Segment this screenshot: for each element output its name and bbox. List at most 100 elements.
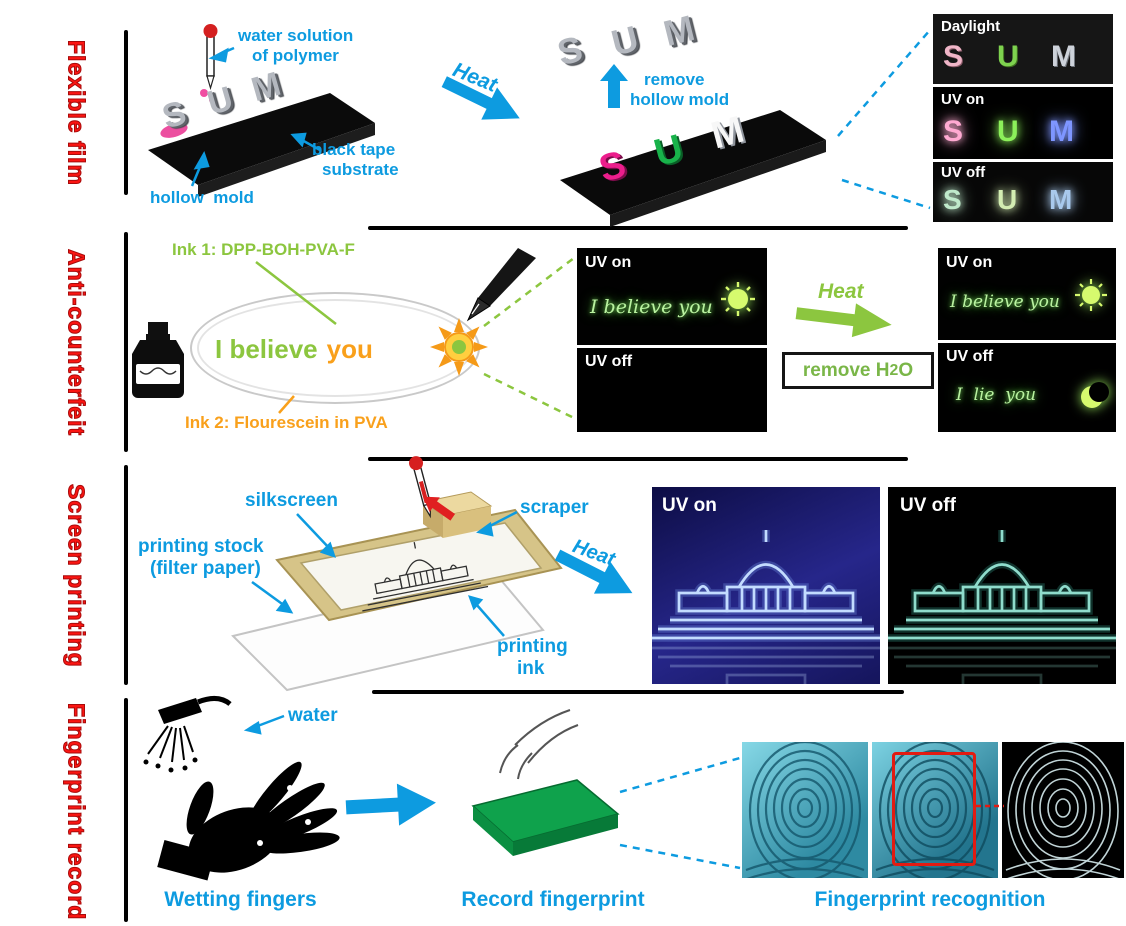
hand-sketch-icon (499, 709, 579, 780)
fingerprint-ridges (1005, 742, 1121, 878)
divider-horizontal-1 (368, 226, 908, 230)
divider-vertical-3 (124, 465, 128, 685)
section-label-flexible-film: Flexible film (63, 40, 90, 187)
black-tape-label-line2: substrate (322, 160, 399, 179)
printing-ink-label-line2: ink (517, 658, 545, 679)
section-label-fingerprint-record: Fingerprint record (63, 703, 90, 921)
water-pointer (254, 714, 285, 729)
divider-horizontal-3 (372, 690, 904, 694)
silkscreen-mesh (299, 522, 543, 611)
ink-bottle-icon (132, 322, 184, 398)
remove-h2o-sub: 2 (889, 361, 899, 379)
dish-text-green: I believe (215, 334, 318, 364)
water-solution-label-line1: water solution (238, 26, 354, 45)
daylight-letter-u: U (997, 40, 1019, 73)
pavilion-drawing (362, 542, 489, 612)
divider-vertical-2 (124, 232, 128, 452)
scraper-label: scraper (520, 497, 589, 518)
uvon-letter-u: U (997, 115, 1019, 148)
remove-hollow-mold-line1: remove (644, 70, 705, 89)
removed-letter-m: M (659, 6, 699, 55)
section-label-screen-printing: Screen printing (63, 484, 90, 669)
remove-h2o-prefix: remove H (802, 359, 890, 381)
printing-stock-label-line2: (filter paper) (150, 558, 261, 579)
glowing-moon-icon (1081, 382, 1109, 408)
photo-uv-on-film: UV on S U M (933, 87, 1113, 159)
daylight-letter-m: M (1051, 40, 1076, 73)
remove-h2o-suffix: O (898, 359, 914, 381)
pavilion-glow (652, 530, 880, 642)
uv-off-label: UV off (946, 348, 994, 365)
wetting-fingers-label: Wetting fingers (164, 888, 317, 911)
glowing-sun-icon (721, 282, 755, 316)
ink-dropper-icon (409, 456, 432, 519)
glowing-sun-icon (1075, 279, 1107, 311)
divider-horizontal-2 (368, 457, 908, 461)
photo-daylight: Daylight S U M (933, 14, 1113, 84)
fingerprint-photo-2 (872, 742, 998, 878)
pad-fingerprint-connectors (619, 756, 741, 870)
section-label-anti-counterfeit: Anti-counterfeit (63, 249, 90, 437)
divider-vertical-4 (124, 698, 128, 922)
fingerprint-recognition-label: Fingerprint recognition (814, 888, 1046, 911)
daylight-letter-s: S (943, 40, 964, 73)
heat-label-2: Heat (818, 280, 864, 303)
record-fingerprint-label: Record fingerprint (461, 888, 645, 911)
screen-printing-scene (231, 491, 563, 692)
heat-label-1: Heat (449, 58, 501, 97)
uv-on-label: UV on (941, 91, 985, 108)
silkscreen-label: silkscreen (245, 490, 338, 511)
handwriting-lie: I lie you (956, 385, 1037, 405)
fountain-pen-icon (466, 248, 536, 322)
record-arrow (345, 783, 436, 826)
removed-letter-s: S (553, 27, 587, 74)
pavilion-reflection (652, 646, 880, 684)
uv-off-label: UV off (585, 353, 633, 370)
hand-silhouette-icon (157, 761, 340, 881)
film-panel-connectors (837, 29, 931, 210)
printing-ink-label-line1: printing (497, 636, 568, 657)
uvon-letter-m: M (1049, 115, 1074, 148)
photo-uv-off-after: UV off I lie you (938, 343, 1116, 432)
black-tape-label-line1: black tape (312, 140, 396, 159)
recognition-region-box (892, 752, 976, 866)
uv-off-label: UV off (900, 495, 956, 516)
water-label: water (288, 705, 338, 726)
fingerprint-ridges (875, 742, 995, 878)
sun-drawing-icon (430, 318, 488, 376)
green-recording-pad (471, 779, 620, 856)
dish-text: I believe you (215, 334, 373, 365)
uvoff-letter-m: M (1049, 184, 1073, 215)
pavilion-reflection (888, 646, 1116, 684)
water-solution-label-line2: of polymer (252, 46, 339, 65)
shower-head-icon (143, 696, 232, 773)
photo-uv-off-film: UV off S U M (933, 162, 1113, 222)
photo-uv-off-print: UV off (888, 487, 1116, 684)
fingerprint-ridges (745, 742, 865, 878)
fingerprint-photo-3 (1002, 742, 1124, 878)
uvoff-letter-s: S (943, 184, 962, 215)
heat-label-3: Heat (569, 535, 618, 571)
removed-letter-u: U (607, 17, 643, 64)
uvon-letter-s: S (943, 115, 964, 148)
ink2-label: Ink 2: Flourescein in PVA (185, 413, 388, 432)
divider-vertical-1 (124, 30, 128, 195)
daylight-label: Daylight (941, 18, 1001, 35)
uv-off-label: UV off (941, 164, 986, 181)
pavilion-print (652, 530, 880, 640)
fingerprint-photo-1 (742, 742, 868, 878)
uv-on-label: UV on (946, 254, 993, 271)
uv-on-label: UV on (662, 495, 717, 516)
ink1-label: Ink 1: DPP-BOH-PVA-F (172, 240, 355, 259)
dish-text-yellow: you (326, 334, 373, 364)
photo-uv-off-before: UV off (577, 348, 767, 432)
hollow-mold-label: hollow mold (150, 188, 254, 207)
photo-uv-on-before: UV on I believe you (577, 248, 767, 345)
uv-on-label: UV on (585, 254, 632, 271)
photo-uv-on-after: UV on I believe you (938, 248, 1116, 340)
black-tape-substrate-2 (560, 110, 826, 227)
uvoff-letter-u: U (997, 184, 1018, 215)
handwriting-believe: I believe you (950, 292, 1060, 312)
